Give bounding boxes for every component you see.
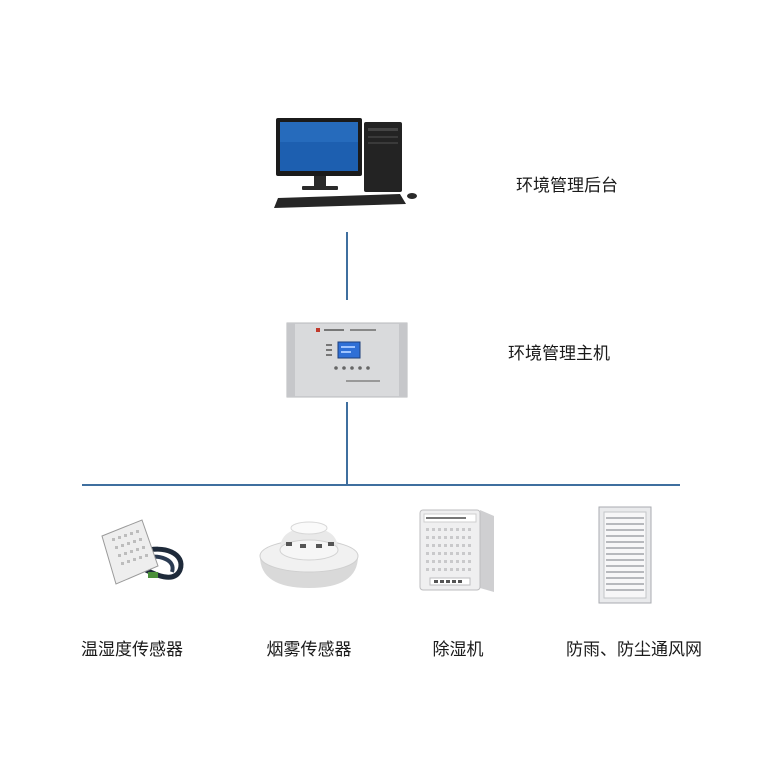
dehumidifier-icon — [418, 506, 496, 594]
backend-label: 环境管理后台 — [516, 176, 618, 196]
smoke-detector-icon — [256, 516, 362, 592]
device-label-dehumidifier: 除湿机 — [432, 640, 484, 660]
device-label-smoke-sensor: 烟雾传感器 — [266, 640, 352, 660]
host-unit-icon — [286, 322, 408, 398]
temperature-humidity-sensor-icon — [94, 514, 190, 592]
computer-icon — [272, 116, 420, 214]
device-bus-line — [82, 484, 680, 486]
device-label-temperature-humidity: 温湿度传感器 — [81, 640, 183, 660]
connector-host-bus — [346, 402, 348, 486]
host-label: 环境管理主机 — [508, 344, 610, 364]
vent-grille-icon — [598, 506, 652, 604]
device-label-vent-mesh: 防雨、防尘通风网 — [566, 640, 702, 660]
connector-backend-host — [346, 232, 348, 300]
